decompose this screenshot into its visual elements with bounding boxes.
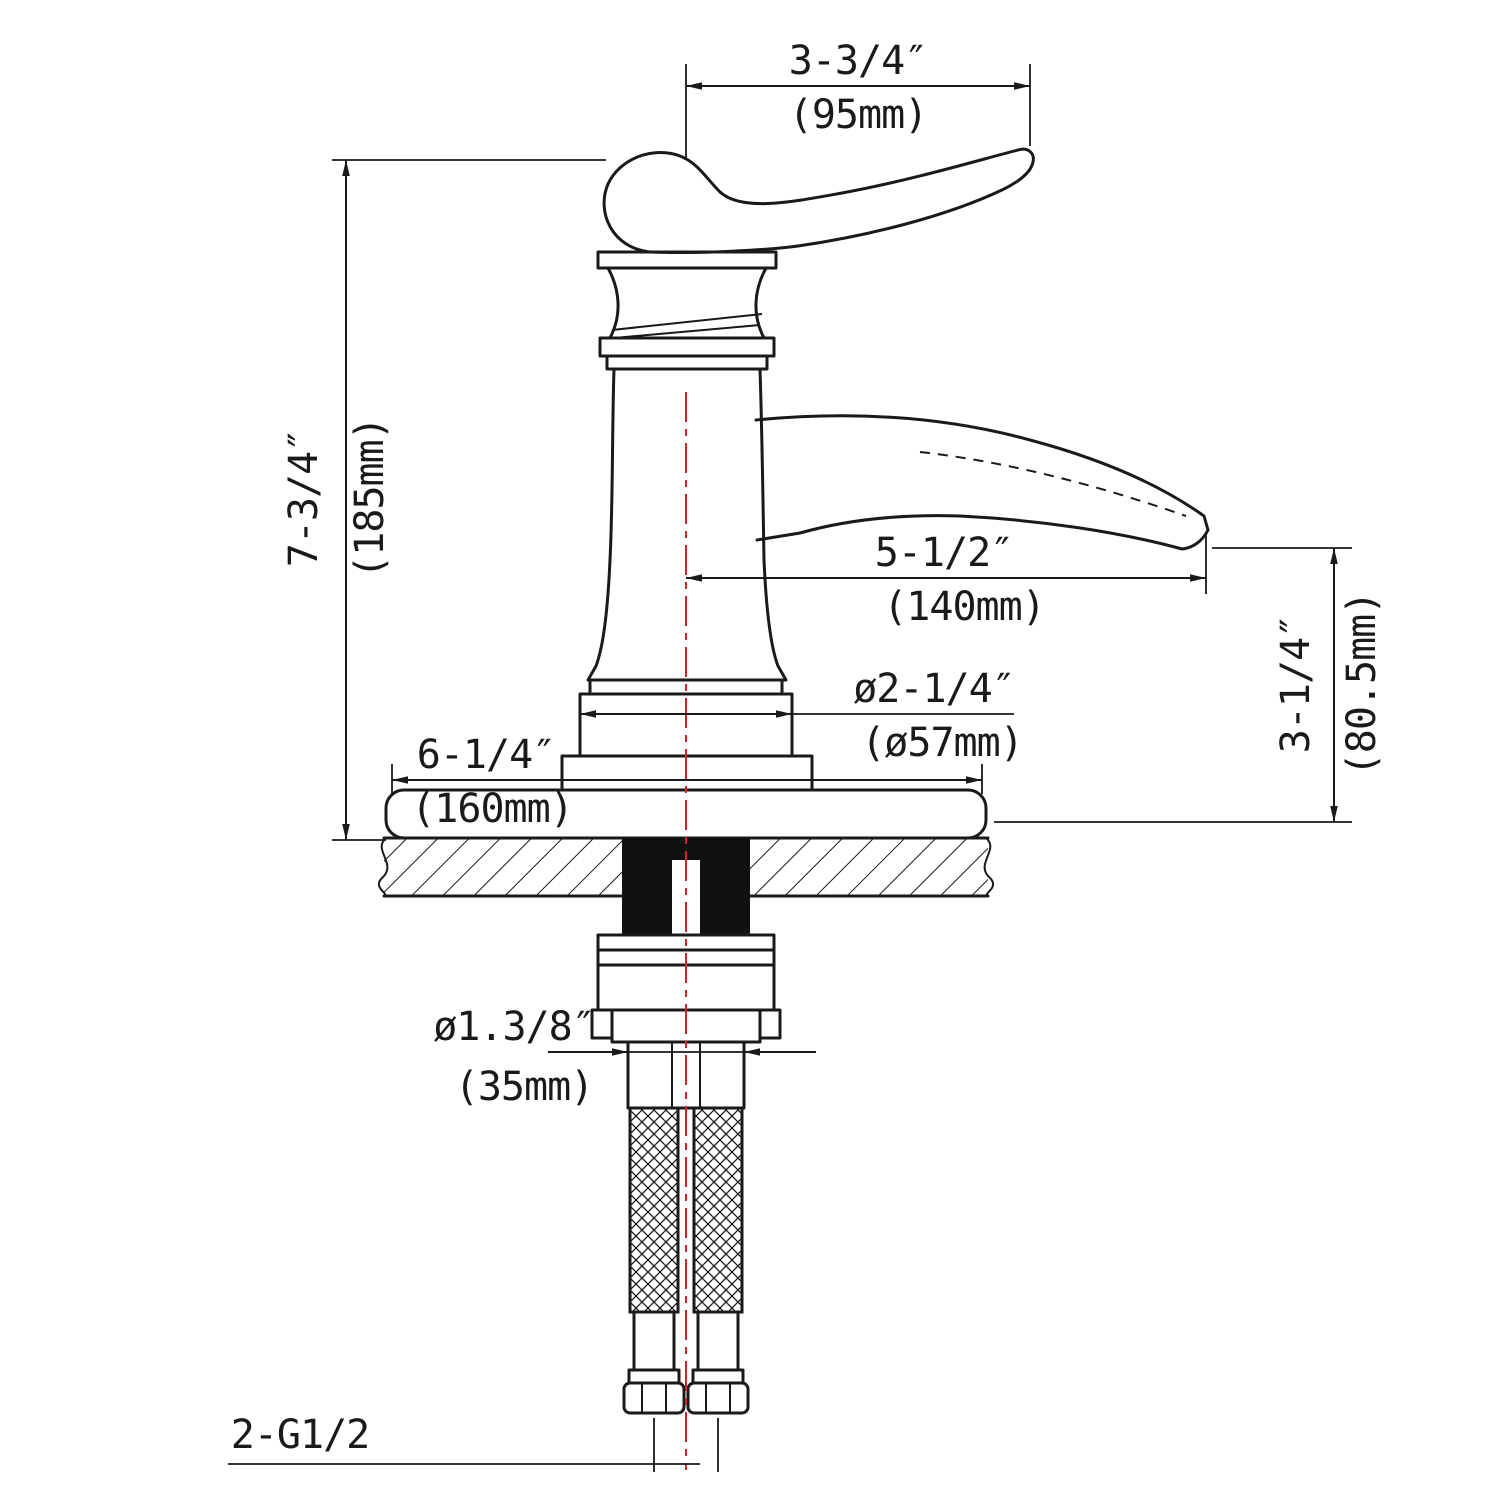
countertop-break-left bbox=[377, 837, 389, 897]
dim-spout-height-mm: (80.5mm) bbox=[1339, 592, 1385, 777]
faucet-outline bbox=[377, 147, 1210, 1470]
dim-hole-diameter-mm: (35mm) bbox=[455, 1064, 594, 1110]
faucet-handle bbox=[602, 147, 1035, 255]
dim-spout-height-inch: 3-1/4″ bbox=[1273, 615, 1319, 754]
dim-spout-reach-mm: (140mm) bbox=[883, 584, 1045, 630]
dim-handle-reach-mm: (95mm) bbox=[789, 92, 928, 138]
dim-plate-width-mm: (160mm) bbox=[411, 786, 573, 832]
dim-spout-reach-inch: 5-1/2″ bbox=[875, 530, 1014, 576]
dim-hole-diameter: ø1.3/8″ (35mm) bbox=[433, 1004, 816, 1110]
dim-spout-reach: 5-1/2″ (140mm) bbox=[686, 530, 1207, 630]
dim-overall-height-inch: 7-3/4″ bbox=[281, 429, 327, 568]
countertop-break-right bbox=[983, 837, 995, 897]
spout-inner-dashed bbox=[919, 451, 1187, 517]
dim-handle-reach: 3-3/4″ (95mm) bbox=[685, 38, 1031, 160]
dim-spout-height: 3-1/4″ (80.5mm) bbox=[994, 547, 1385, 823]
dim-hole-diameter-inch: ø1.3/8″ bbox=[433, 1004, 595, 1050]
faucet-spout bbox=[754, 414, 1210, 551]
handle-skirt-line bbox=[611, 313, 763, 331]
dim-overall-height: 7-3/4″ (185mm) bbox=[281, 159, 606, 841]
dim-base-diameter-inch: ø2-1/4″ bbox=[853, 666, 1015, 712]
bonnet-ring-top bbox=[596, 250, 778, 270]
dim-overall-height-mm: (185mm) bbox=[347, 417, 393, 579]
dim-base-diameter-mm: (ø57mm) bbox=[861, 720, 1023, 766]
dim-supply-thread: 2-G1/2 bbox=[228, 1412, 719, 1472]
supply-hose-right bbox=[686, 1106, 750, 1415]
dim-base-diameter: ø2-1/4″ (ø57mm) bbox=[580, 666, 1024, 766]
dim-supply-thread-label: 2-G1/2 bbox=[231, 1412, 370, 1458]
bonnet-ring-bottom bbox=[598, 336, 776, 358]
bonnet-ring-lip bbox=[605, 354, 769, 371]
faucet-body bbox=[586, 367, 788, 682]
handle-skirt-line2 bbox=[613, 324, 761, 339]
dim-handle-reach-inch: 3-3/4″ bbox=[789, 38, 928, 84]
dim-plate-width: 6-1/4″ (160mm) bbox=[391, 732, 983, 832]
supply-hose-left bbox=[622, 1106, 686, 1415]
dim-plate-width-inch: 6-1/4″ bbox=[417, 732, 556, 778]
